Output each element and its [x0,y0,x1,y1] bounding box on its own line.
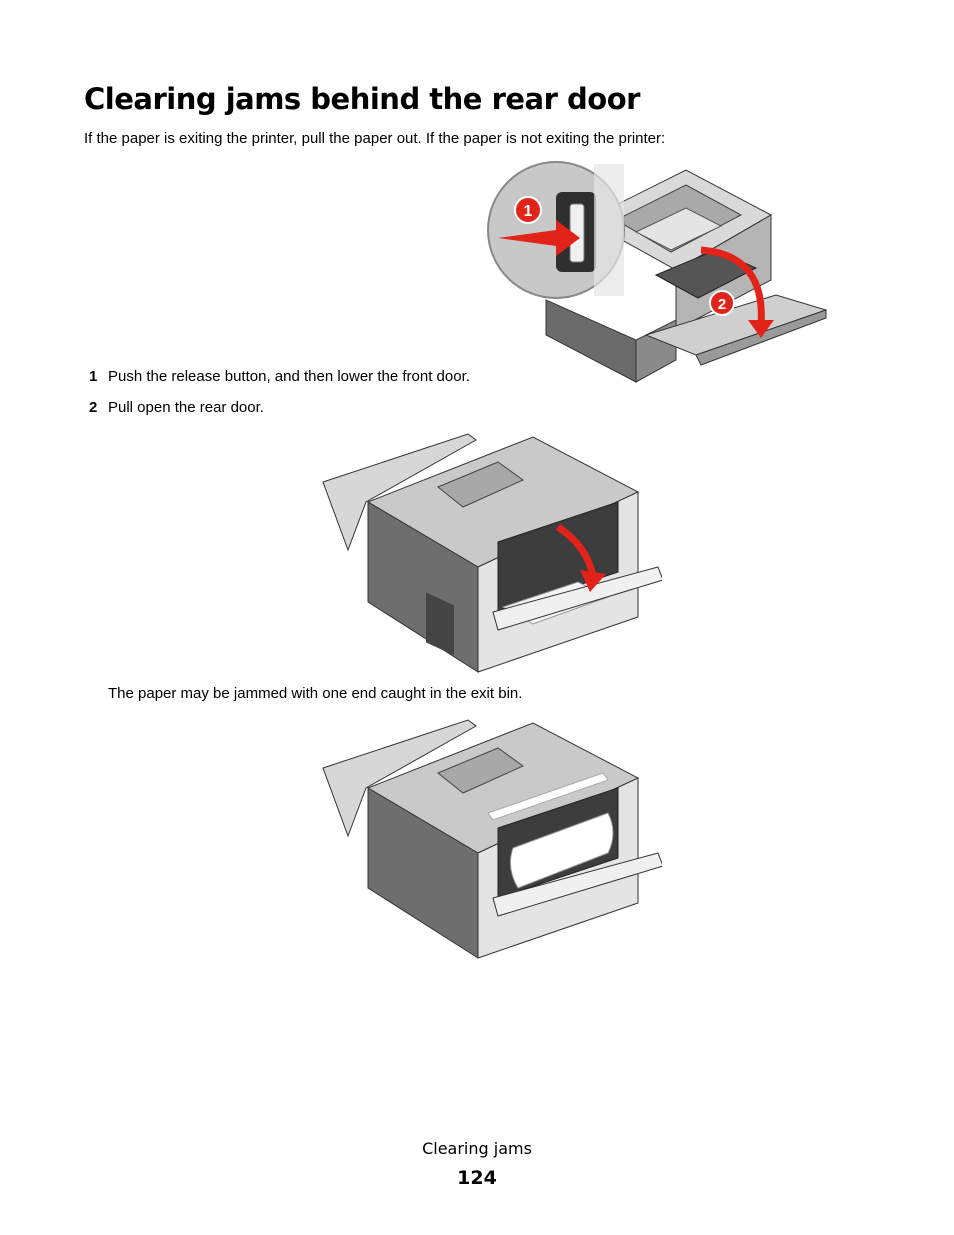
intro-text: If the paper is exiting the printer, pul… [84,130,666,147]
step-2: 2 Pull open the rear door. [89,399,264,416]
exit-bin-jam-illustration [322,719,662,959]
front-door-illustration: 2 1 [487,161,828,383]
callout-1 [514,196,542,224]
step-1: 1 Push the release button, and then lowe… [89,368,470,385]
step-1-number: 1 [89,368,98,385]
callout-2 [709,290,735,316]
callout-1-label: 1 [524,203,533,220]
footer-section-name: Clearing jams [422,1139,532,1158]
callout-2-label: 2 [718,296,726,313]
page-title: Clearing jams behind the rear door [84,82,640,116]
step-2-number: 2 [89,399,98,416]
note-text: The paper may be jammed with one end cau… [108,685,523,702]
step-2-text: Pull open the rear door. [108,399,264,416]
rear-door-illustration [322,433,662,673]
page-number: 124 [457,1167,497,1189]
step-1-text: Push the release button, and then lower … [108,368,470,385]
